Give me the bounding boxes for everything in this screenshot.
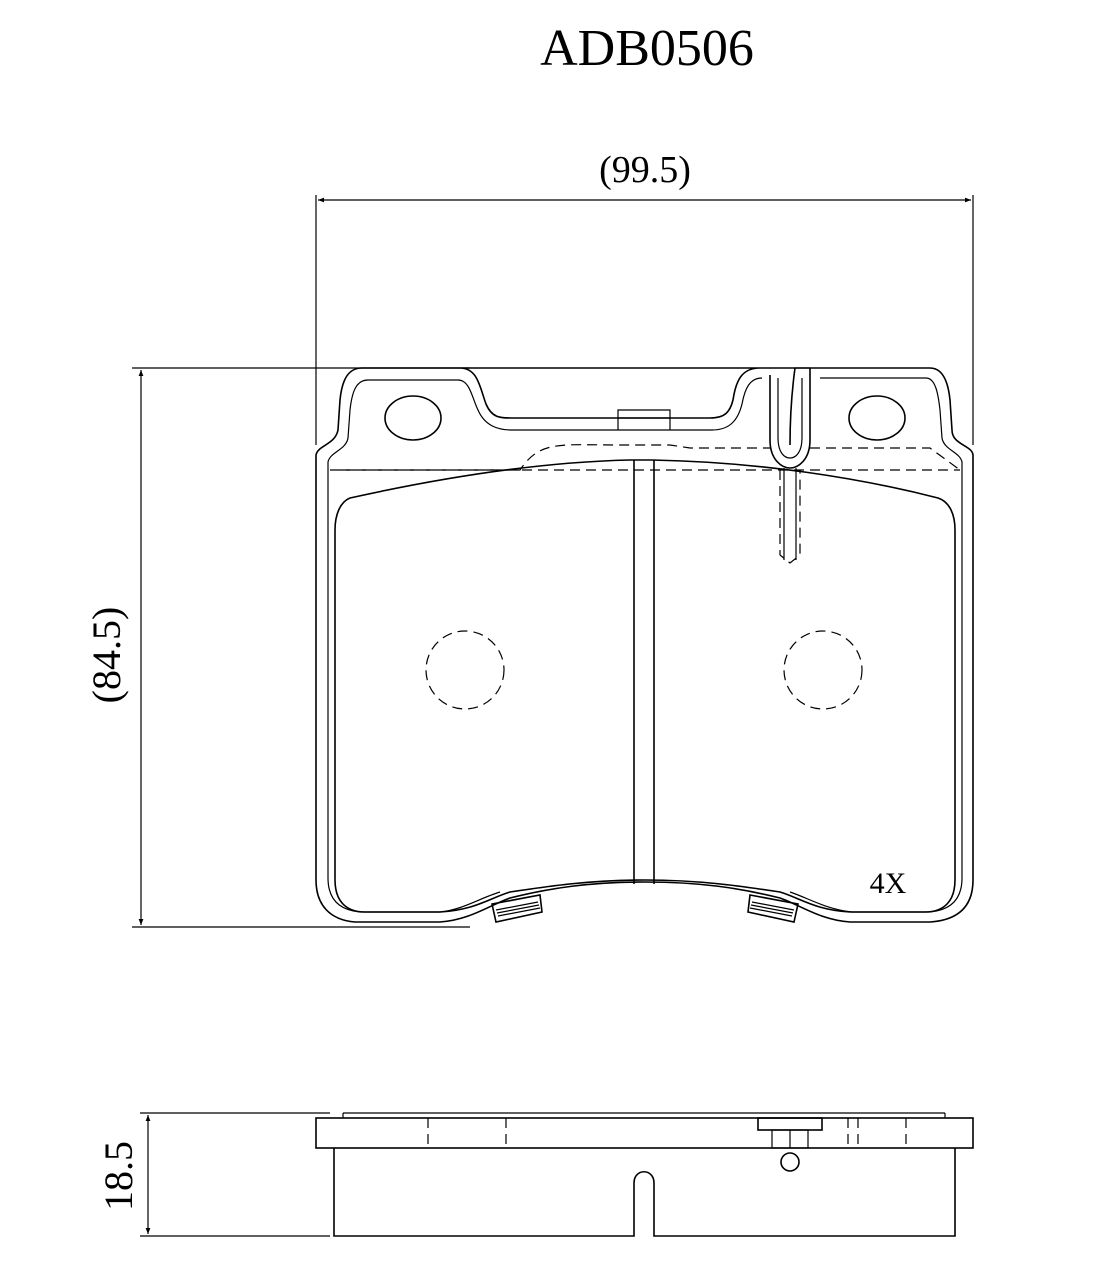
bottom-clip-right — [747, 894, 799, 923]
height-dimension: (84.5) — [84, 367, 470, 928]
quantity-label: 4X — [870, 867, 907, 900]
height-dimension-label: (84.5) — [84, 607, 129, 704]
thickness-dimension: 18.5 — [96, 1112, 330, 1237]
thickness-dimension-label: 18.5 — [96, 1141, 141, 1211]
brake-pad-side-view — [315, 1112, 974, 1237]
width-dimension-label: (99.5) — [599, 149, 691, 191]
part-number-title: ADB0506 — [540, 20, 754, 77]
bottom-clip-left — [491, 894, 543, 923]
brake-pad-front-view: 4X — [315, 367, 974, 923]
width-dimension: (99.5) — [315, 149, 974, 445]
